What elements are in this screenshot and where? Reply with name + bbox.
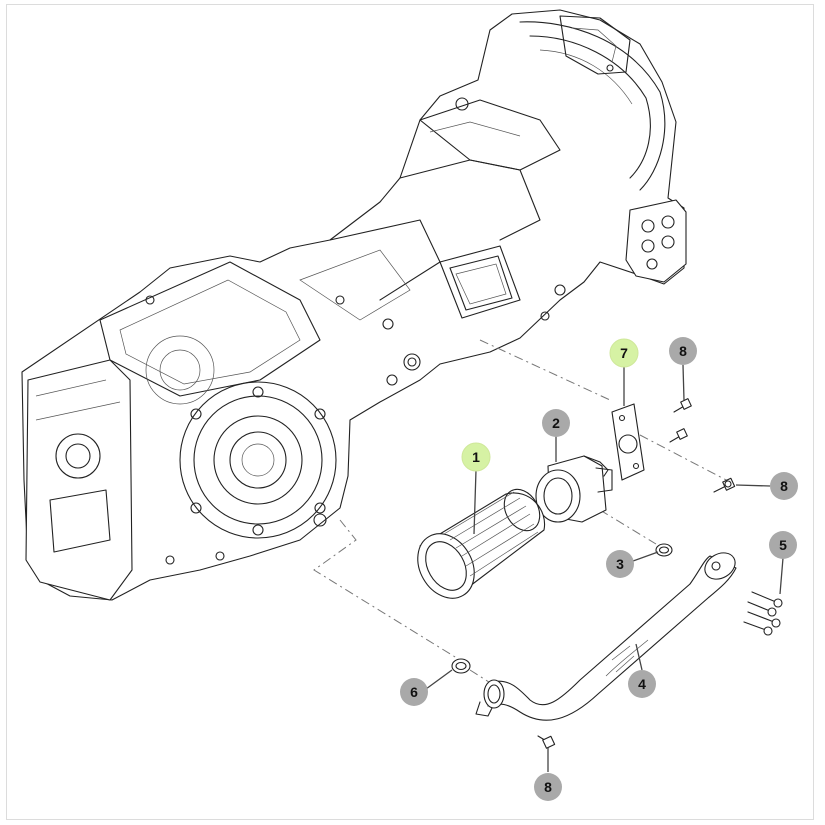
callout-3[interactable]: 3 (606, 550, 634, 578)
callout-8-bottom[interactable]: 8 (534, 773, 562, 801)
callout-3-label: 3 (616, 556, 624, 572)
callout-8-bottom-circle (534, 773, 562, 801)
callout-7-label: 7 (620, 345, 628, 361)
cap-screw-icon[interactable] (537, 735, 556, 749)
callout-1[interactable]: 1 (461, 442, 491, 472)
callout-6[interactable]: 6 (400, 678, 428, 706)
callout-3-circle (606, 550, 634, 578)
cap-screw-icon[interactable] (669, 428, 688, 443)
callout-8-bottom-label: 8 (544, 779, 552, 795)
callout-1-circle (461, 442, 491, 472)
callout-1-label: 1 (472, 449, 480, 465)
callout-5-label: 5 (779, 537, 787, 553)
cap-screw-icon[interactable] (713, 477, 736, 493)
cap-screw-icon[interactable] (673, 398, 692, 413)
callout-6-label: 6 (410, 684, 418, 700)
callout-7[interactable]: 7 (609, 338, 639, 368)
callout-6-circle (400, 678, 428, 706)
callout-5-circle (769, 531, 797, 559)
assembly-lines (313, 339, 731, 685)
bolt-icon[interactable] (743, 591, 783, 636)
callout-8-top[interactable]: 8 (669, 337, 697, 365)
leader-lines (425, 364, 784, 772)
callout-2-circle (542, 409, 570, 437)
callout-4[interactable]: 4 (628, 670, 656, 698)
transmission-housing-icon[interactable] (21, 9, 687, 601)
callout-8-right-label: 8 (780, 478, 788, 494)
callout-5[interactable]: 5 (769, 531, 797, 559)
callout-8-top-circle (669, 337, 697, 365)
callout-7-circle (609, 338, 639, 368)
callout-4-circle (628, 670, 656, 698)
callout-8-right[interactable]: 8 (770, 472, 798, 500)
diagram-frame (6, 4, 814, 820)
suction-pipe-icon[interactable] (475, 548, 740, 721)
filter-head-icon[interactable] (535, 455, 613, 523)
callout-2[interactable]: 2 (542, 409, 570, 437)
callout-4-label: 4 (638, 676, 646, 692)
callout-8-right-circle (770, 472, 798, 500)
callout-2-label: 2 (552, 415, 560, 431)
o-ring-icon[interactable] (655, 543, 673, 557)
filter-cartridge-icon[interactable] (406, 483, 546, 608)
o-ring-icon[interactable] (451, 658, 471, 674)
callout-8-top-label: 8 (679, 343, 687, 359)
gasket-icon[interactable] (611, 403, 645, 481)
